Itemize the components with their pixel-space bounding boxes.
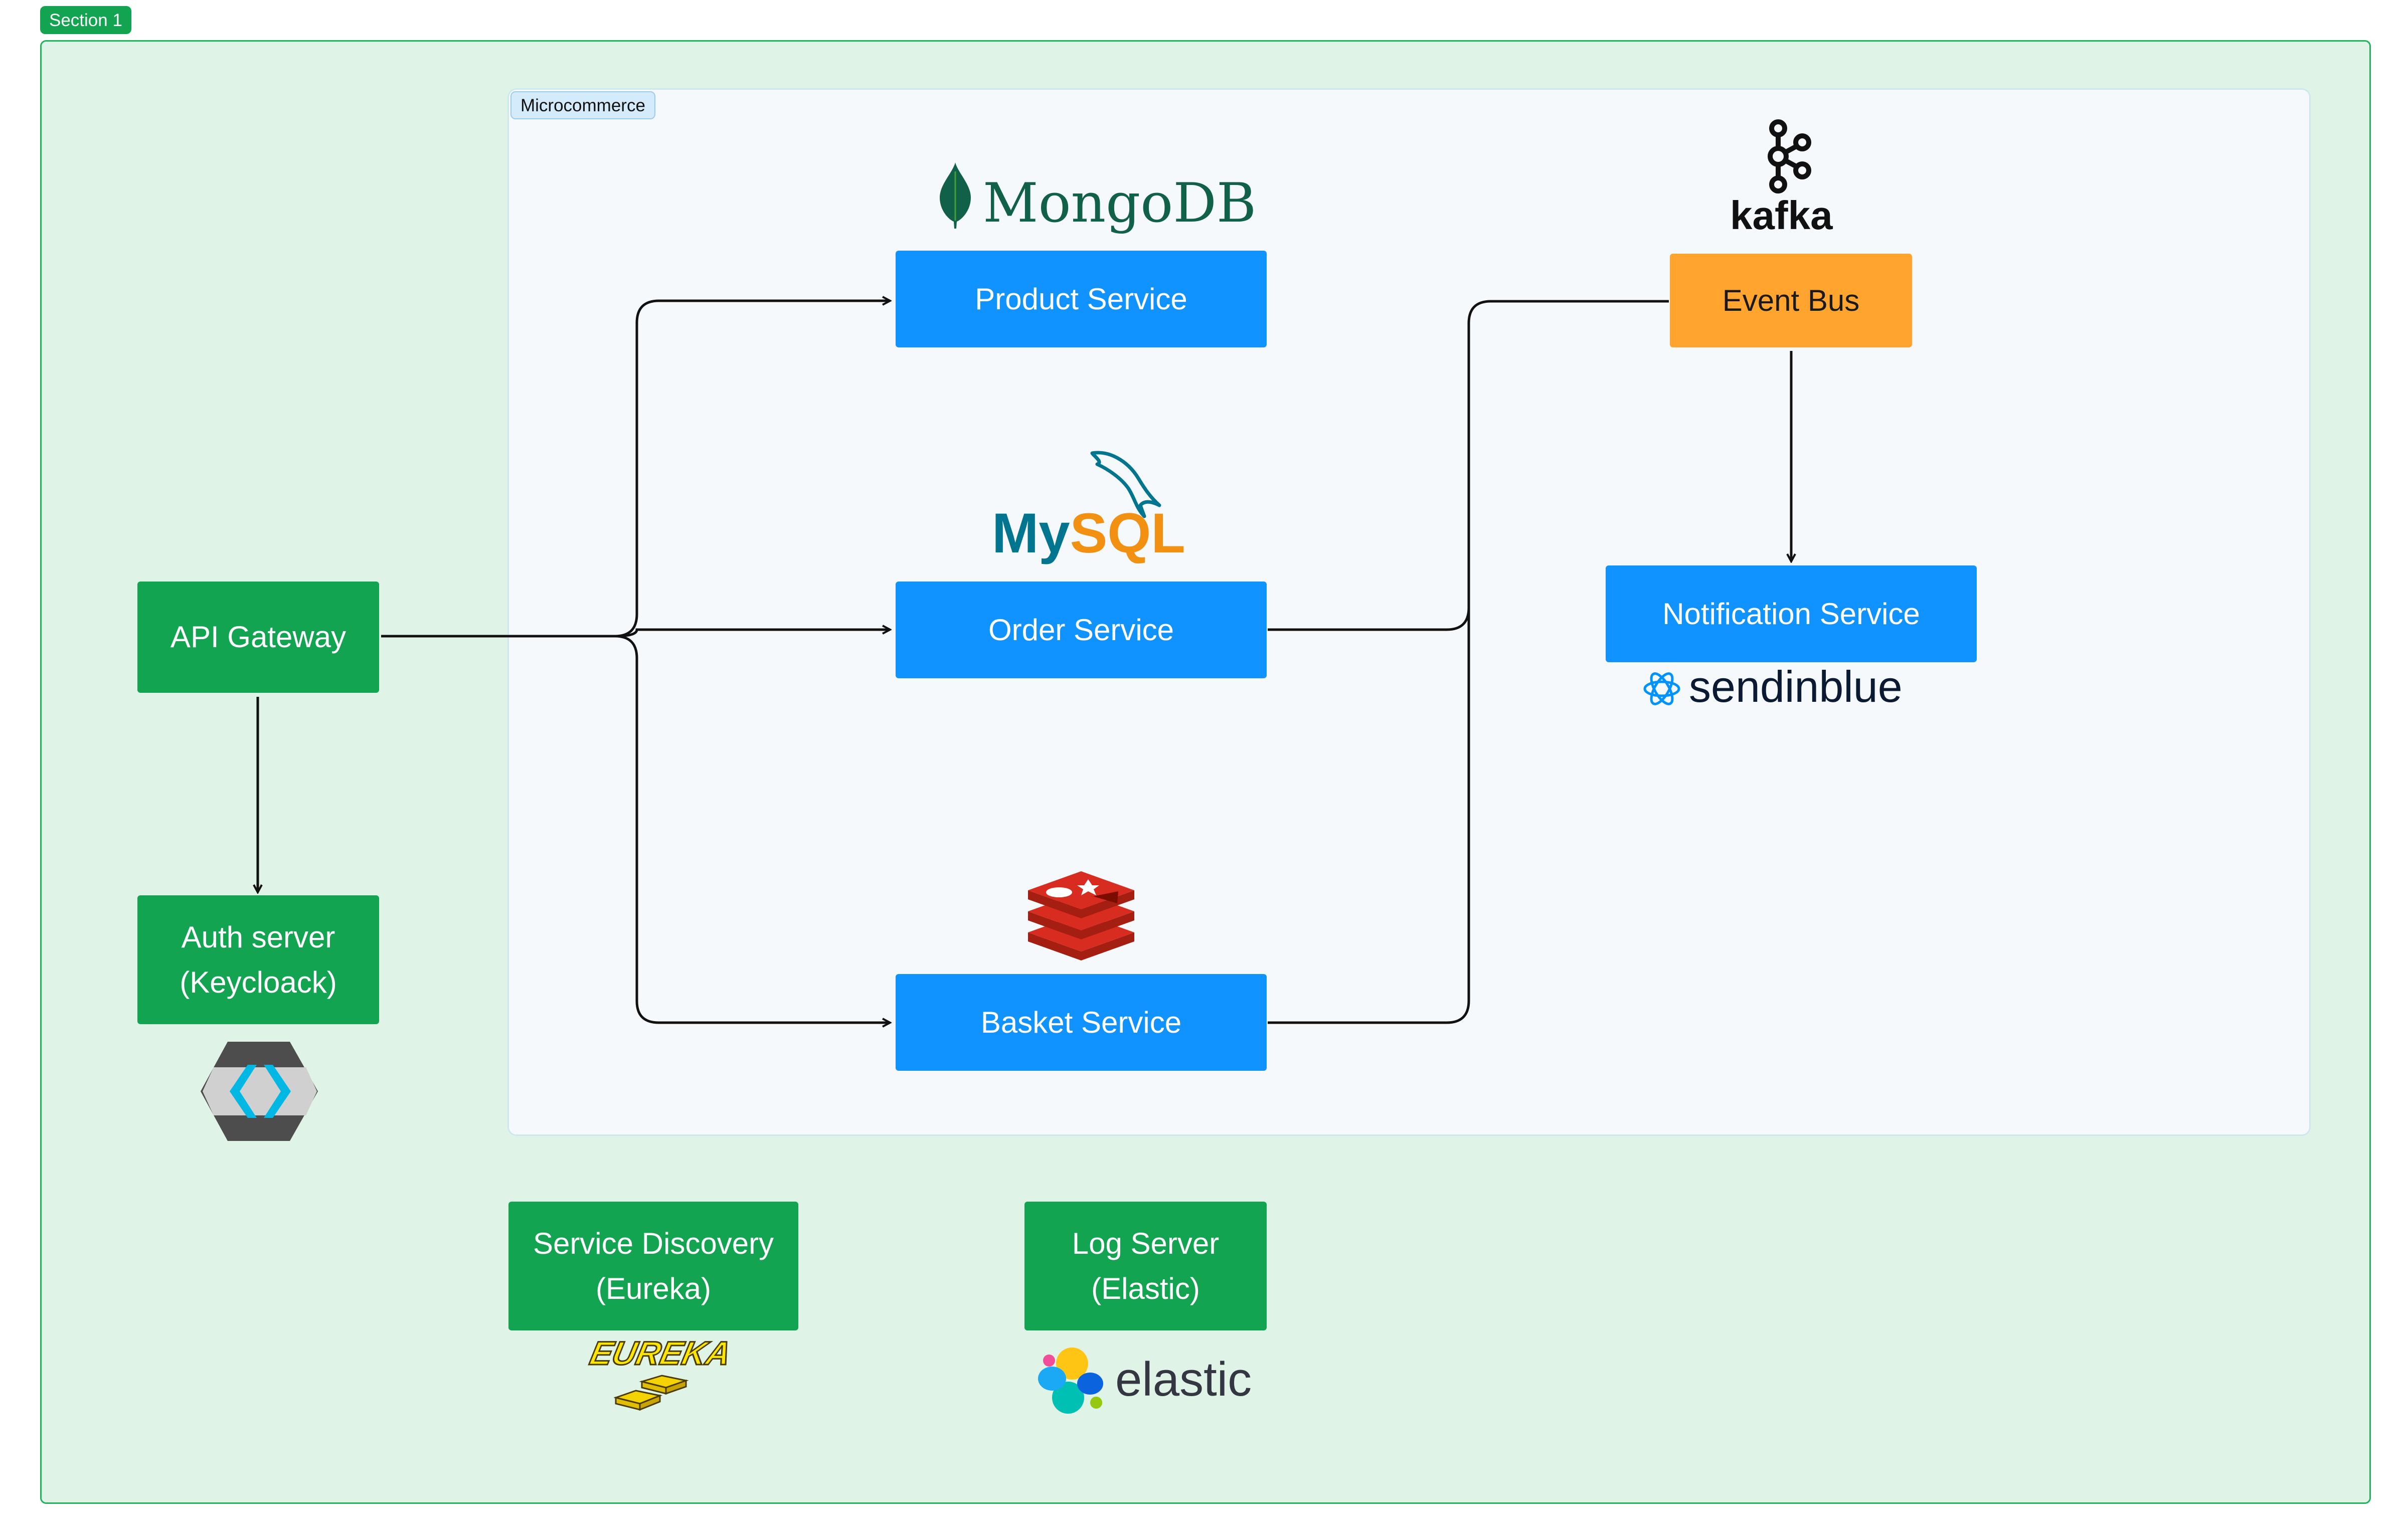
edge-basket-bus	[1268, 608, 1470, 1024]
order-service-node[interactable]: Order Service	[896, 582, 1267, 678]
mongodb-leaf-icon	[939, 161, 972, 231]
mysql-logo-text: MySQL	[992, 505, 1185, 561]
basket-service-node[interactable]: Basket Service	[896, 974, 1267, 1071]
eureka-logo-text: EUREKA	[586, 1334, 735, 1373]
edge-gateway-basket	[381, 635, 890, 1023]
sendinblue-logo-text: sendinblue	[1689, 662, 1903, 711]
group-label: Microcommerce	[510, 91, 655, 119]
service-discovery-node[interactable]: Service Discovery (Eureka)	[508, 1202, 798, 1330]
edge-order-bus	[1268, 300, 1669, 631]
api-gateway-node[interactable]: API Gateway	[137, 582, 379, 693]
mongodb-logo-text: MongoDB	[983, 172, 1257, 235]
kafka-icon	[1760, 118, 1815, 197]
log-server-node[interactable]: Log Server (Elastic)	[1024, 1202, 1267, 1330]
product-service-node[interactable]: Product Service	[896, 251, 1267, 347]
edge-gateway-product	[381, 301, 890, 638]
redis-stack-icon	[1023, 862, 1139, 963]
mysql-logo-sql: SQL	[1070, 502, 1185, 564]
sendinblue-icon	[1641, 668, 1683, 712]
event-bus-node[interactable]: Event Bus	[1670, 254, 1912, 347]
auth-server-node[interactable]: Auth server (Keycloack)	[137, 895, 379, 1024]
mysql-dolphin-icon	[1088, 449, 1163, 522]
elastic-logo-text: elastic	[1115, 1353, 1252, 1406]
eureka-gold-icon	[613, 1372, 694, 1413]
notification-service-node[interactable]: Notification Service	[1606, 565, 1977, 662]
section-label: Section 1	[40, 6, 131, 34]
keycloak-icon	[199, 1040, 322, 1145]
kafka-logo-text: kafka	[1730, 193, 1833, 238]
elastic-icon	[1035, 1345, 1106, 1419]
microcommerce-group	[507, 88, 2311, 1136]
mysql-logo-my: My	[992, 502, 1070, 564]
